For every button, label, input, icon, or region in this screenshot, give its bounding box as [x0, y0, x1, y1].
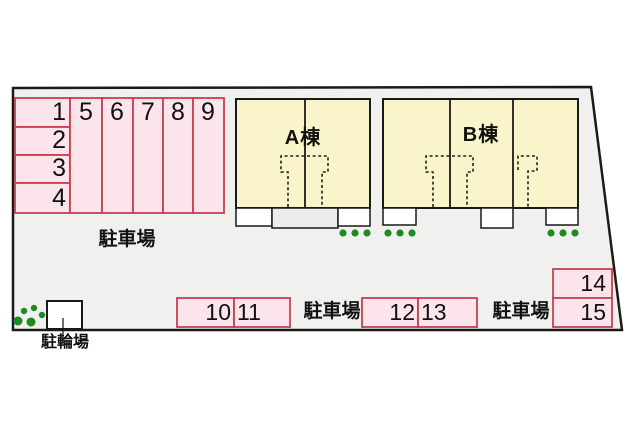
building-a-outline [235, 98, 371, 209]
parking-lot-label-center: 駐車場 [303, 299, 360, 322]
parking-space-number: 13 [421, 299, 447, 325]
parking-lot-label-left: 駐車場 [98, 227, 155, 250]
parking-space-11 [233, 297, 291, 328]
parking-space-number: 2 [52, 126, 66, 154]
parking-space-number: 5 [79, 98, 93, 126]
parking-space-number: 1 [52, 98, 66, 126]
bicycle-parking-label: 駐輪場 [41, 332, 89, 351]
parking-space-number: 10 [205, 299, 231, 325]
parking-space-number: 3 [52, 154, 66, 182]
parking-lot-label-right: 駐車場 [492, 299, 549, 322]
parking-stalls-14-15: 14 15 [552, 268, 613, 328]
parking-space-number: 15 [580, 299, 606, 325]
building-b: B棟 [382, 98, 579, 229]
parking-space-9 [192, 97, 225, 214]
building-b-entrance-box [480, 207, 514, 229]
parking-stalls-10-11: 10 11 [176, 297, 291, 328]
parking-space-15 [552, 297, 613, 328]
building-a-porch-left [235, 207, 273, 227]
hedge-dot [571, 229, 579, 237]
bicycle-parking: 駐輪場 [13, 300, 89, 351]
parking-space-number: 9 [201, 98, 215, 126]
hedge-dot [339, 229, 347, 237]
building-a-entrance-box [271, 207, 339, 229]
parking-space-number: 7 [141, 98, 155, 126]
building-b-porch-right [545, 207, 579, 226]
shrub-dot [30, 304, 38, 312]
shrub-dot [20, 307, 28, 315]
parking-space-5 [69, 97, 103, 214]
building-b-label: B棟 [463, 122, 499, 146]
building-a: A棟 [235, 98, 371, 229]
building-b-entrance-path-1 [425, 155, 474, 207]
building-b-entrance-path-2 [517, 155, 538, 207]
hedge-dots [339, 229, 579, 237]
building-a-label: A棟 [285, 125, 321, 149]
parking-space-number: 14 [580, 270, 606, 296]
hedge-dot [351, 229, 359, 237]
hedge-dot [396, 229, 404, 237]
parking-stalls-5-9: 5 6 7 8 9 [69, 97, 225, 214]
parking-space-number: 4 [52, 184, 66, 212]
shrub-dot [38, 311, 46, 319]
hedge-dot [559, 229, 567, 237]
shrub-dot [26, 317, 36, 327]
parking-space-12 [361, 297, 419, 328]
parking-space-number: 12 [389, 299, 415, 325]
parking-space-6 [101, 97, 134, 214]
hedge-dot [384, 229, 392, 237]
parking-space-number: 8 [171, 98, 185, 126]
parking-space-number: 6 [110, 98, 124, 126]
parking-stalls-1-4: 1 2 3 4 [14, 97, 71, 214]
building-b-porch-left [382, 207, 417, 226]
parking-stalls-12-13: 12 13 [361, 297, 478, 328]
bicycle-shed [46, 300, 83, 330]
parking-space-number: 11 [237, 299, 261, 325]
parking-space-4 [14, 182, 71, 214]
parking-space-13 [417, 297, 478, 328]
building-a-entrance-path [280, 155, 329, 207]
parking-space-7 [132, 97, 164, 214]
hedge-dot [547, 229, 555, 237]
hedge-dot [363, 229, 371, 237]
shrub-dot [13, 316, 23, 326]
building-b-outline [382, 98, 579, 209]
hedge-dot [408, 229, 416, 237]
building-a-porch-right [337, 207, 371, 227]
